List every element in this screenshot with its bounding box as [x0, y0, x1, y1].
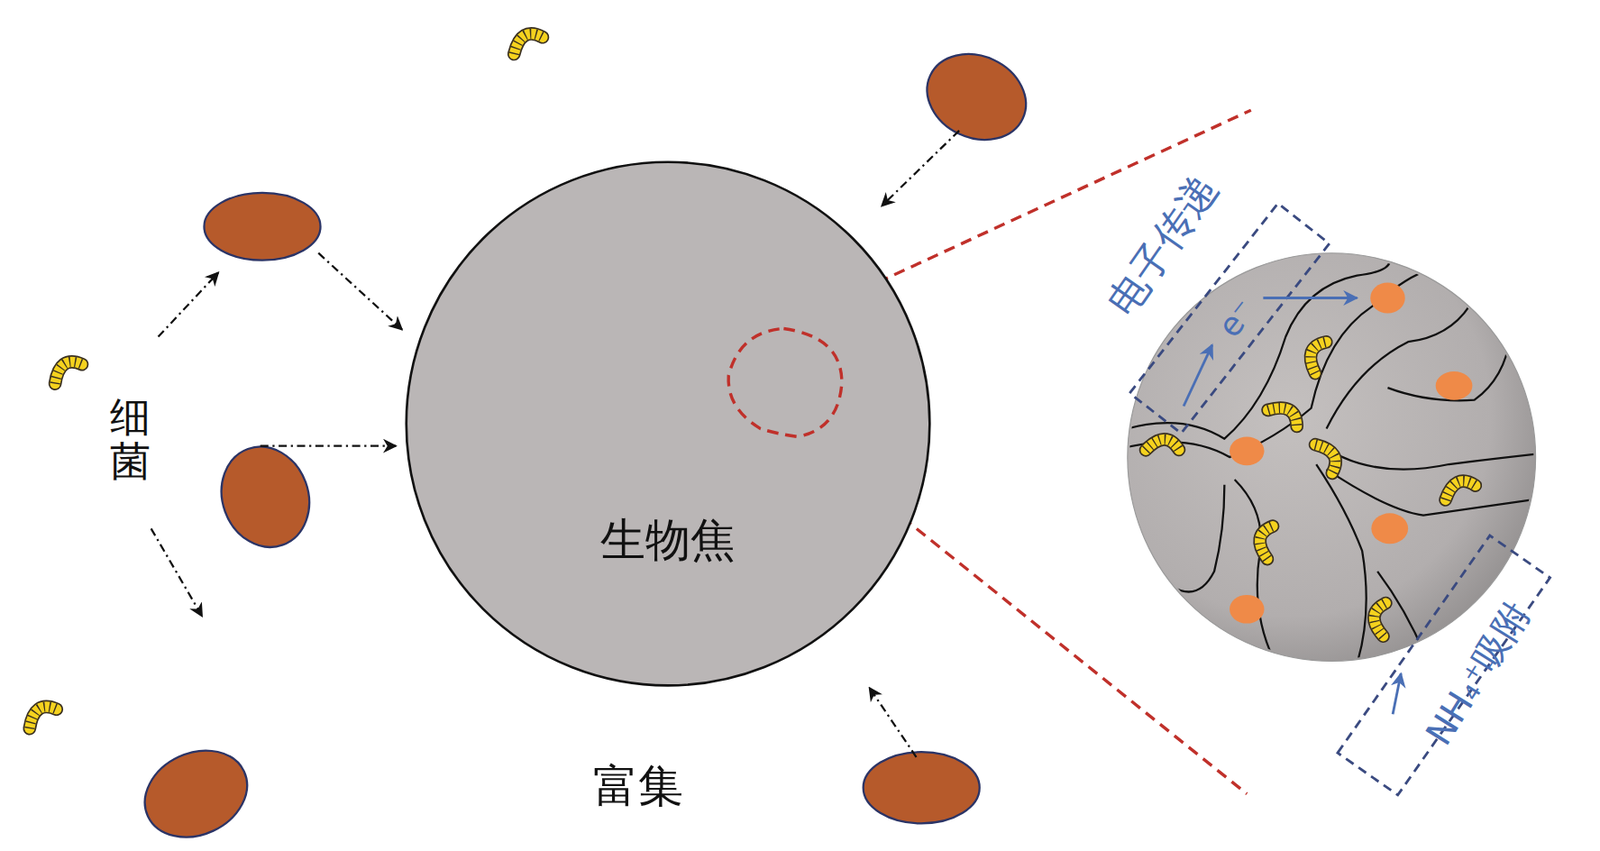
electron-transfer-label: 电子传递: [1099, 167, 1227, 323]
highlight-box: [1129, 203, 1550, 796]
electron-symbol: e⁻: [1211, 292, 1263, 345]
ammonium-adsorption-label: NH₄⁺吸附: [1418, 594, 1537, 752]
enrichment-arrow: [151, 130, 960, 758]
zoom-region: [728, 328, 842, 437]
circle-outline: [404, 160, 932, 687]
bacteria-label: 细菌: [109, 393, 151, 484]
biochar-particle: 生物焦: [404, 160, 932, 687]
flow-arrow: [1183, 298, 1401, 715]
node-label: 生物焦: [600, 510, 736, 571]
enrichment-label: 富集: [593, 760, 684, 811]
zoom-view: [1127, 253, 1536, 664]
bacterium-rod: [130, 38, 1041, 851]
